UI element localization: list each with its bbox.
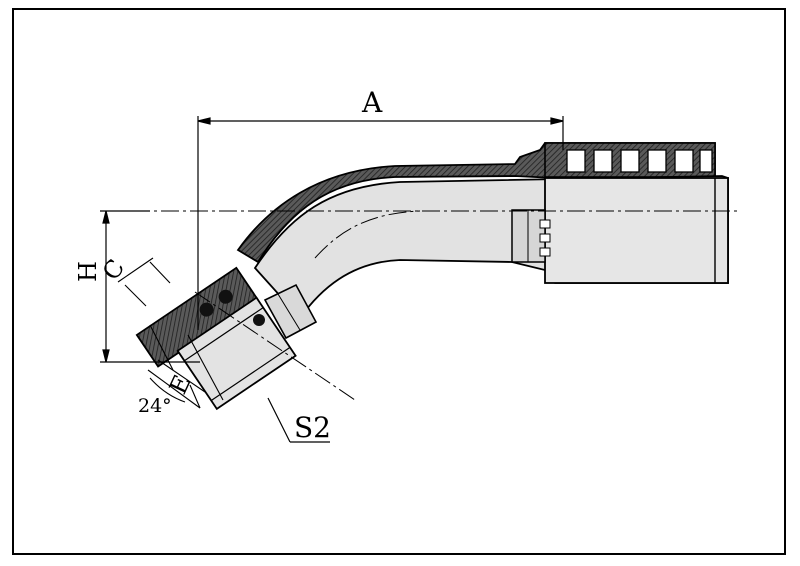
centerlines [103, 210, 740, 401]
dimension-e [149, 324, 224, 401]
nut-collar [263, 283, 318, 340]
ferrule-teeth [544, 142, 716, 178]
bend-center-mark [253, 314, 265, 326]
label-dim-h: H [74, 261, 102, 282]
dimension-s2 [267, 397, 330, 443]
label-dim-s2: S2 [294, 411, 331, 444]
label-dim-a: A [361, 86, 383, 119]
dimension-c [117, 257, 171, 307]
dimension-a [197, 116, 564, 330]
label-angle: 24° [138, 395, 172, 417]
dimension-h [100, 210, 200, 363]
angle-indicator [147, 369, 201, 409]
drawing-frame [12, 8, 786, 555]
